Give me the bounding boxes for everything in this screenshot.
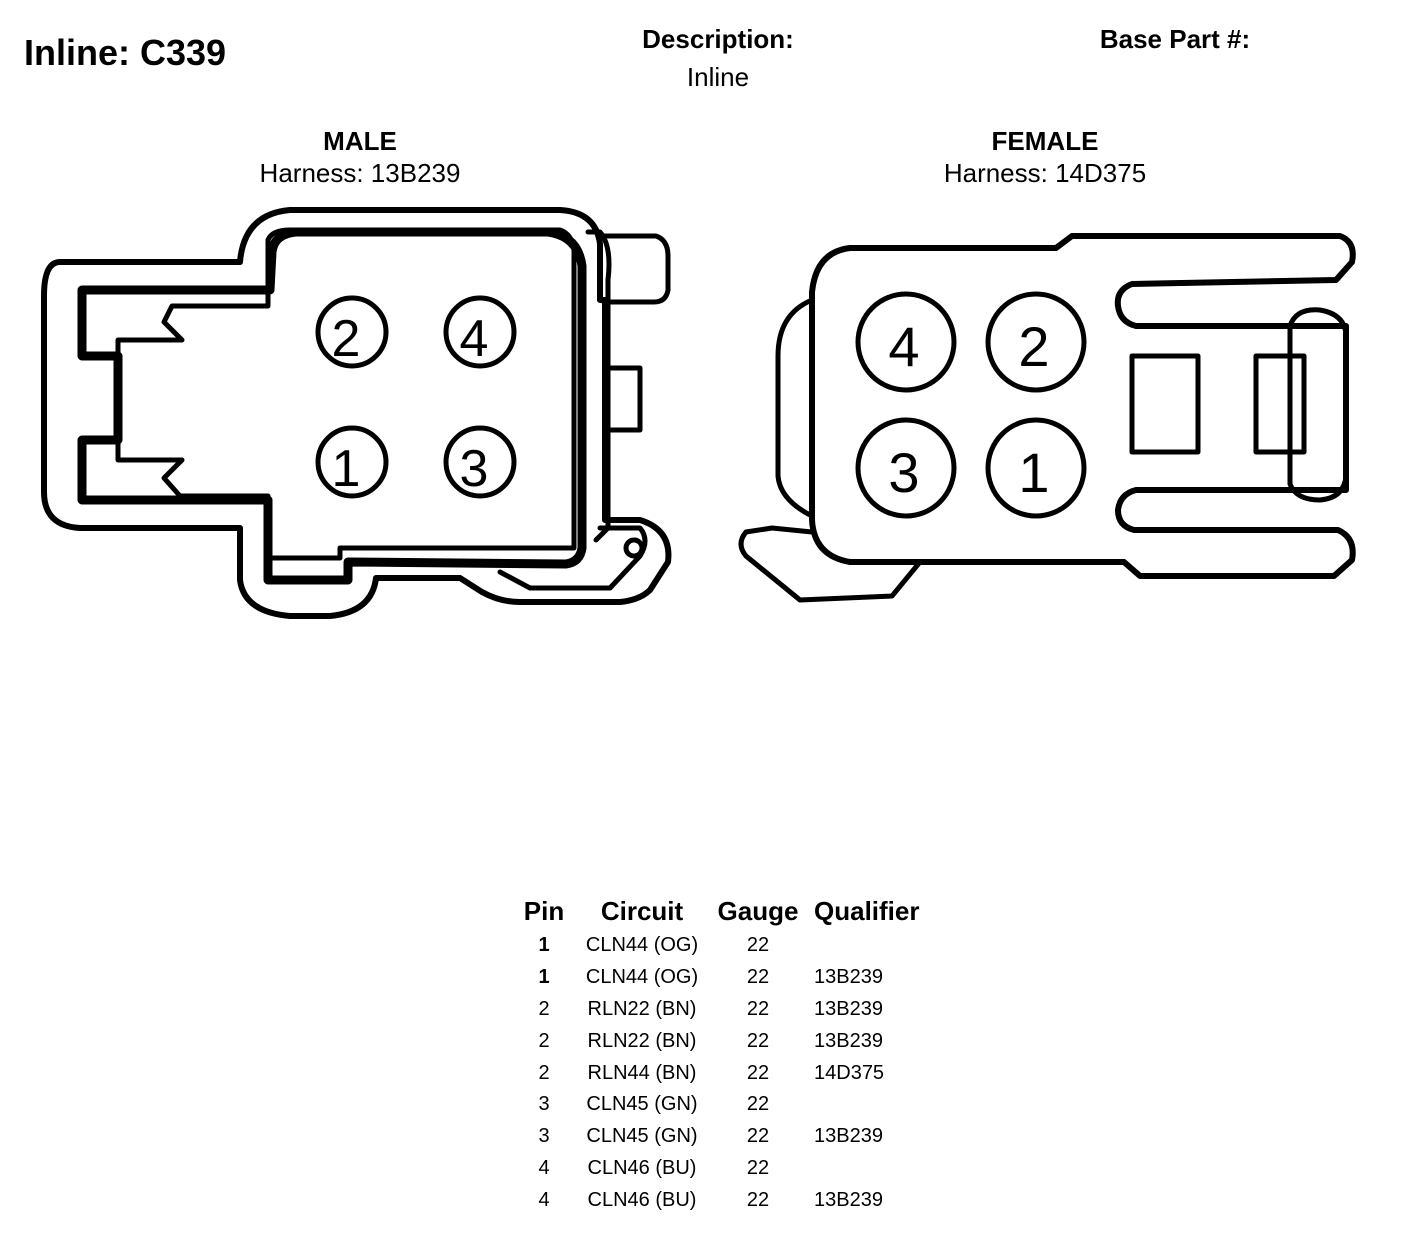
female-pin-2-label: 2 xyxy=(1018,315,1049,378)
qualifier-header: Qualifier xyxy=(814,895,920,926)
table-row: 2 RLN22 (BN) 22 13B239 xyxy=(510,1025,928,1057)
female-pin-3-label: 3 xyxy=(888,441,919,504)
male-top-tab xyxy=(597,233,671,305)
table-row: 4 CLN46 (BU) 22 xyxy=(510,1153,928,1185)
male-side-tab xyxy=(605,365,643,433)
gauge-cell: 22 xyxy=(746,966,770,989)
table-row: 1 CLN44 (OG) 22 xyxy=(510,930,928,962)
female-key-slot-left xyxy=(1129,353,1201,455)
male-inner-body xyxy=(115,227,577,561)
circuit-cell: RLN22 (BN) xyxy=(587,1029,697,1052)
qualifier-cell xyxy=(810,1089,928,1121)
female-pin-1-circle xyxy=(985,417,1087,519)
gauge-cell: 22 xyxy=(746,1125,770,1148)
gauge-cell: 22 xyxy=(746,1029,770,1052)
qualifier-cell: 14D375 xyxy=(814,1061,885,1084)
male-mid-outline xyxy=(77,227,587,585)
pin-cell: 2 xyxy=(538,1029,550,1052)
base-part-label: Base Part #: xyxy=(1099,24,1251,54)
male-harness-label: Harness: 13B239 xyxy=(259,158,461,188)
male-pin-3-circle xyxy=(443,425,517,499)
page-title: Inline: C339 xyxy=(24,32,227,73)
qualifier-cell: 13B239 xyxy=(814,997,883,1020)
qualifier-cell: 13B239 xyxy=(814,1188,883,1211)
male-pin-2-circle xyxy=(315,295,389,369)
female-bottom-latch xyxy=(738,525,923,603)
male-right-rail xyxy=(585,229,612,543)
table-row: 3 CLN45 (GN) 22 13B239 xyxy=(510,1121,928,1153)
male-latch-hook xyxy=(497,525,648,591)
female-pin-4-circle xyxy=(855,291,957,393)
qualifier-cell xyxy=(810,930,928,962)
table-row: 2 RLN44 (BN) 22 14D375 xyxy=(510,1057,928,1089)
gauge-cell: 22 xyxy=(746,1188,770,1211)
circuit-cell: CLN45 (GN) xyxy=(586,1125,698,1148)
qualifier-cell: 13B239 xyxy=(814,1029,883,1052)
male-pin-1-label: 1 xyxy=(332,440,361,498)
female-left-flange xyxy=(775,297,815,519)
pin-cell: 1 xyxy=(538,934,550,957)
female-connector xyxy=(738,233,1356,603)
pin-cell: 3 xyxy=(538,1093,550,1116)
gauge-cell: 22 xyxy=(746,1156,770,1179)
pin-cell: 2 xyxy=(538,1061,550,1084)
female-harness-label: Harness: 14D375 xyxy=(943,158,1147,188)
gauge-cell: 22 xyxy=(746,934,770,957)
circuit-cell: CLN44 (OG) xyxy=(585,966,699,989)
circuit-cell: RLN44 (BN) xyxy=(587,1061,697,1084)
circuit-cell: RLN22 (BN) xyxy=(587,997,697,1020)
female-pin-2-circle xyxy=(985,291,1087,393)
pin-table-header: Pin Circuit Gauge Qualifier xyxy=(510,892,928,930)
male-pin-3-label: 3 xyxy=(460,440,489,498)
circuit-cell: CLN44 (OG) xyxy=(585,934,699,957)
female-pin-1-label: 1 xyxy=(1018,441,1049,504)
gauge-cell: 22 xyxy=(746,1061,770,1084)
male-outer-housing xyxy=(41,207,672,619)
description-label: Description: xyxy=(642,24,794,54)
gauge-cell: 22 xyxy=(746,1093,770,1116)
circuit-cell: CLN46 (BU) xyxy=(587,1188,697,1211)
circuit-cell: CLN45 (GN) xyxy=(586,1093,698,1116)
qualifier-cell xyxy=(810,1153,928,1185)
male-pin-1-circle xyxy=(315,425,389,499)
male-pin-2-label: 2 xyxy=(332,310,361,368)
table-row: 2 RLN22 (BN) 22 13B239 xyxy=(510,994,928,1026)
table-row: 1 CLN44 (OG) 22 13B239 xyxy=(510,962,928,994)
pin-cell: 4 xyxy=(538,1156,550,1179)
female-pin-3-circle xyxy=(855,417,957,519)
gauge-header: Gauge xyxy=(717,895,799,926)
male-connector xyxy=(41,207,672,619)
male-latch-dot xyxy=(623,537,645,559)
female-key-slot-right xyxy=(1253,353,1307,455)
male-pin-4-circle xyxy=(443,295,517,369)
male-pin-4-label: 4 xyxy=(460,310,489,368)
pin-cell: 2 xyxy=(538,997,550,1020)
female-connector-label: FEMALE xyxy=(991,126,1099,156)
gauge-cell: 22 xyxy=(746,997,770,1020)
female-right-latch xyxy=(1287,307,1349,503)
table-row: 4 CLN46 (BU) 22 13B239 xyxy=(510,1184,928,1216)
description-value: Inline xyxy=(686,62,750,92)
circuit-header: Circuit xyxy=(600,895,684,926)
qualifier-cell: 13B239 xyxy=(814,1125,883,1148)
pin-cell: 1 xyxy=(538,966,550,989)
qualifier-cell: 13B239 xyxy=(814,966,883,989)
pin-cell: 4 xyxy=(538,1188,550,1211)
pin-cell: 3 xyxy=(538,1125,550,1148)
pin-table: Pin Circuit Gauge Qualifier 1 CLN44 (OG)… xyxy=(510,892,928,1216)
female-pin-4-label: 4 xyxy=(888,315,919,378)
female-main-body xyxy=(809,233,1356,579)
circuit-cell: CLN46 (BU) xyxy=(587,1156,697,1179)
table-row: 3 CLN45 (GN) 22 xyxy=(510,1089,928,1121)
pin-header: Pin xyxy=(523,895,565,926)
male-connector-label: MALE xyxy=(323,126,397,156)
